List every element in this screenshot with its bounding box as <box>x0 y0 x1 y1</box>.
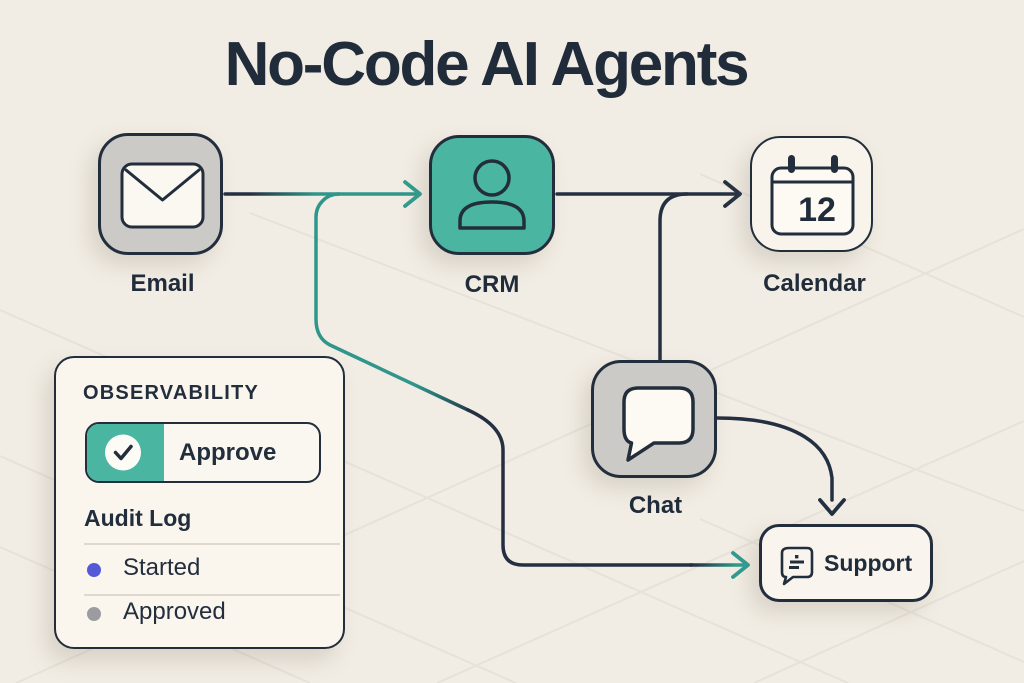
svg-text:Support: Support <box>824 550 912 576</box>
svg-text:12: 12 <box>798 191 836 229</box>
